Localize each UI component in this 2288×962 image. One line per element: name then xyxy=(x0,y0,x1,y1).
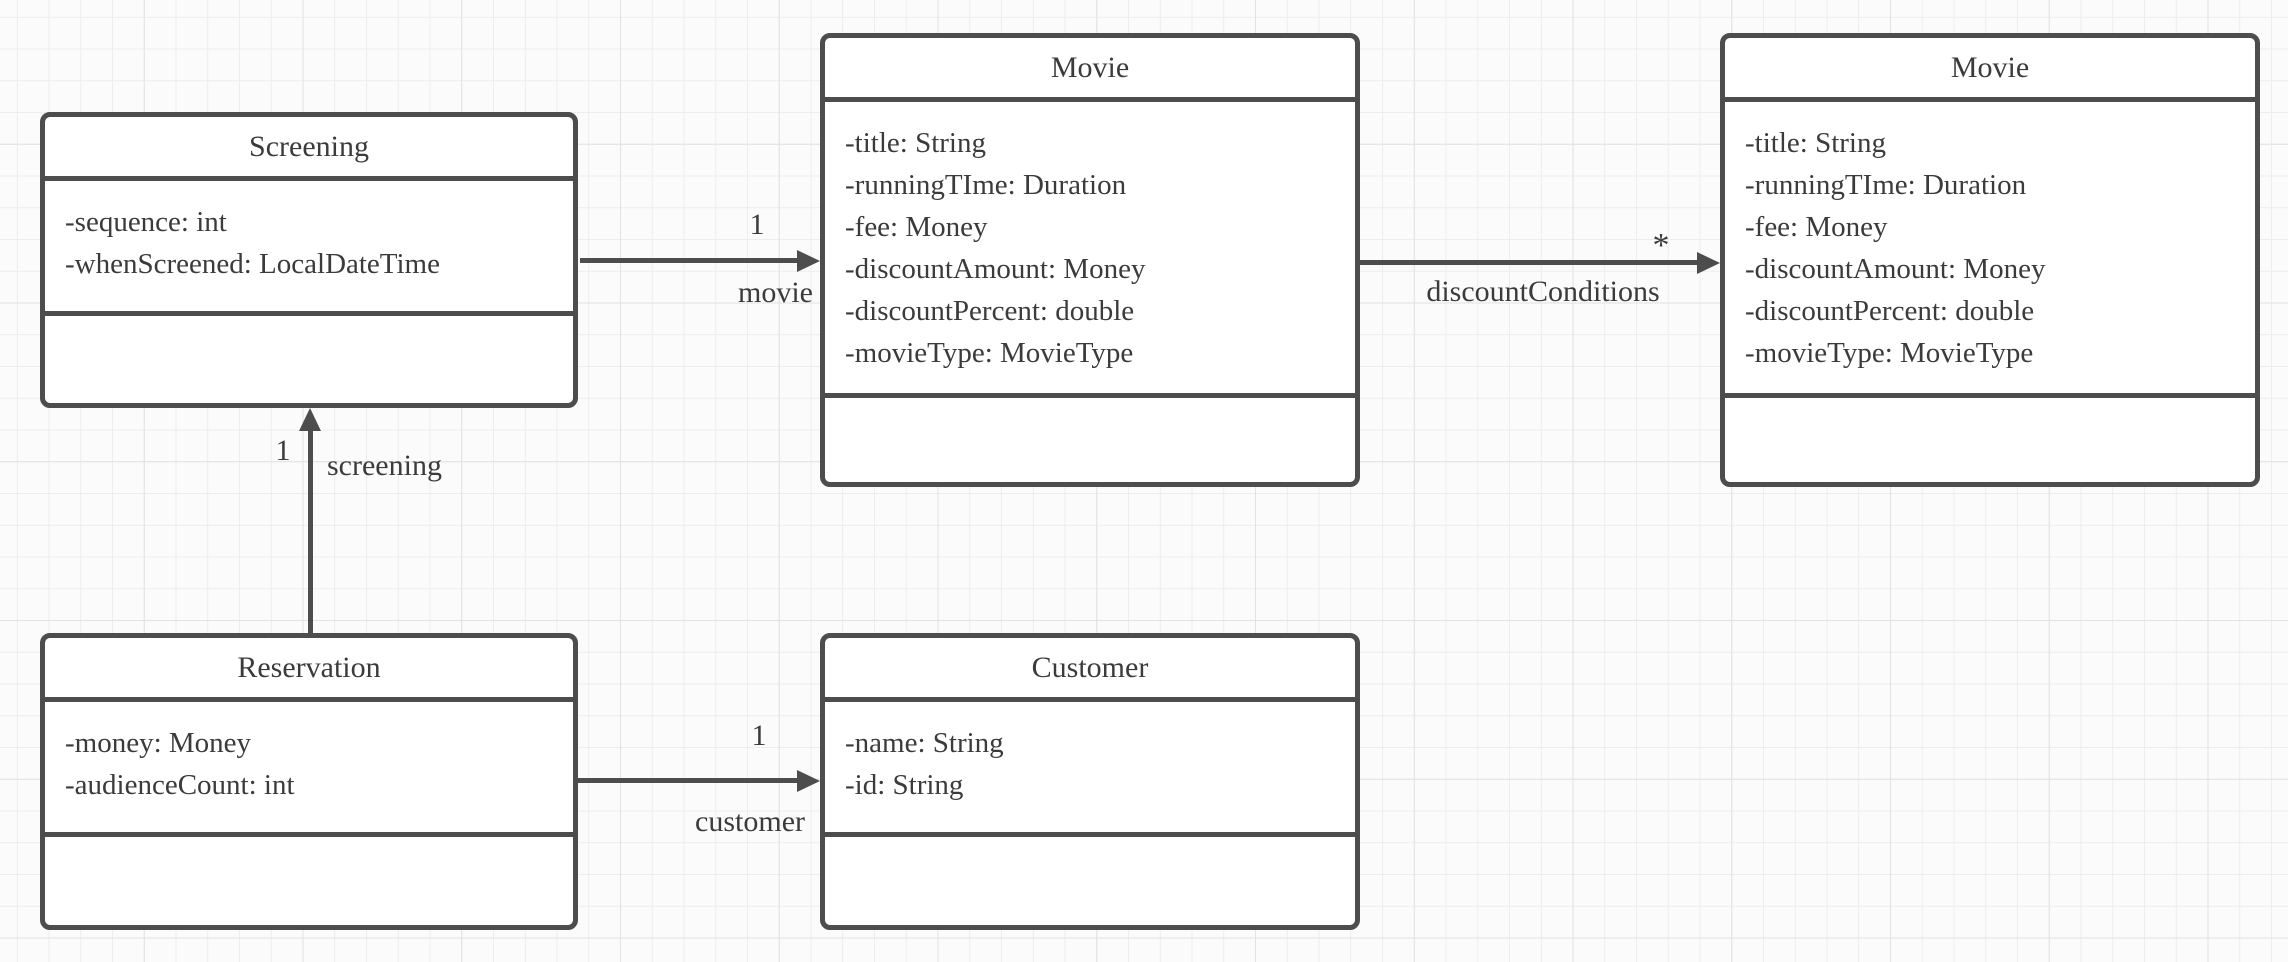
multiplicity-label-screening[interactable]: 1 xyxy=(275,434,291,467)
attribute: -discountAmount: Money xyxy=(845,252,1146,285)
class-screening[interactable]: Screening -sequence: int -whenScreened: … xyxy=(40,112,578,408)
attribute: -fee: Money xyxy=(1745,210,1888,243)
attribute: -name: String xyxy=(845,726,1004,759)
class-reservation[interactable]: Reservation -money: Money -audienceCount… xyxy=(40,633,578,930)
class-attributes-movie-2: -title: String -runningTIme: Duration -f… xyxy=(1725,102,2255,398)
class-methods-screening xyxy=(45,316,573,403)
class-methods-customer xyxy=(825,837,1355,925)
attribute: -money: Money xyxy=(65,726,252,759)
class-methods-movie-2 xyxy=(1725,398,2255,482)
attribute: -whenScreened: LocalDateTime xyxy=(65,247,440,280)
class-title-movie: Movie xyxy=(825,38,1355,102)
association-label-screening[interactable]: screening xyxy=(327,449,442,482)
association-label-discount-conditions[interactable]: discountConditions xyxy=(1426,275,1660,308)
class-attributes-customer: -name: String -id: String xyxy=(825,702,1355,837)
association-reservation-customer-line[interactable] xyxy=(577,778,798,783)
class-attributes-movie: -title: String -runningTIme: Duration -f… xyxy=(825,102,1355,398)
attribute: -fee: Money xyxy=(845,210,988,243)
association-label-movie[interactable]: movie xyxy=(738,276,813,309)
association-label-customer[interactable]: customer xyxy=(695,805,805,838)
class-title-customer: Customer xyxy=(825,638,1355,702)
attribute: -id: String xyxy=(845,768,964,801)
multiplicity-label-customer[interactable]: 1 xyxy=(751,719,767,752)
class-attributes-reservation: -money: Money -audienceCount: int xyxy=(45,702,573,837)
multiplicity-label-movie[interactable]: 1 xyxy=(749,208,765,241)
class-title-movie-2: Movie xyxy=(1725,38,2255,102)
arrowhead-icon xyxy=(797,770,820,792)
class-movie[interactable]: Movie -title: String -runningTIme: Durat… xyxy=(820,33,1360,487)
arrowhead-icon xyxy=(299,408,321,431)
association-discount-conditions-line[interactable] xyxy=(1360,260,1700,265)
attribute: -title: String xyxy=(1745,126,1886,159)
arrowhead-icon xyxy=(1697,252,1720,274)
attribute: -movieType: MovieType xyxy=(845,336,1134,369)
attribute: -audienceCount: int xyxy=(65,768,295,801)
attribute: -runningTIme: Duration xyxy=(845,168,1127,201)
attribute: -runningTIme: Duration xyxy=(1745,168,2027,201)
attribute: -discountPercent: double xyxy=(845,294,1135,327)
attribute: -discountAmount: Money xyxy=(1745,252,2046,285)
attribute: -title: String xyxy=(845,126,986,159)
class-methods-reservation xyxy=(45,837,573,925)
class-customer[interactable]: Customer -name: String -id: String xyxy=(820,633,1360,930)
association-screening-movie-line[interactable] xyxy=(580,258,800,263)
association-reservation-screening-line[interactable] xyxy=(308,430,313,633)
class-title-screening: Screening xyxy=(45,117,573,181)
attribute: -discountPercent: double xyxy=(1745,294,2035,327)
class-title-reservation: Reservation xyxy=(45,638,573,702)
arrowhead-icon xyxy=(797,250,820,272)
class-methods-movie xyxy=(825,398,1355,482)
class-attributes-screening: -sequence: int -whenScreened: LocalDateT… xyxy=(45,181,573,316)
attribute: -sequence: int xyxy=(65,205,227,238)
multiplicity-label-discount-conditions[interactable]: * xyxy=(1652,227,1670,264)
attribute: -movieType: MovieType xyxy=(1745,336,2034,369)
class-movie-2[interactable]: Movie -title: String -runningTIme: Durat… xyxy=(1720,33,2260,487)
